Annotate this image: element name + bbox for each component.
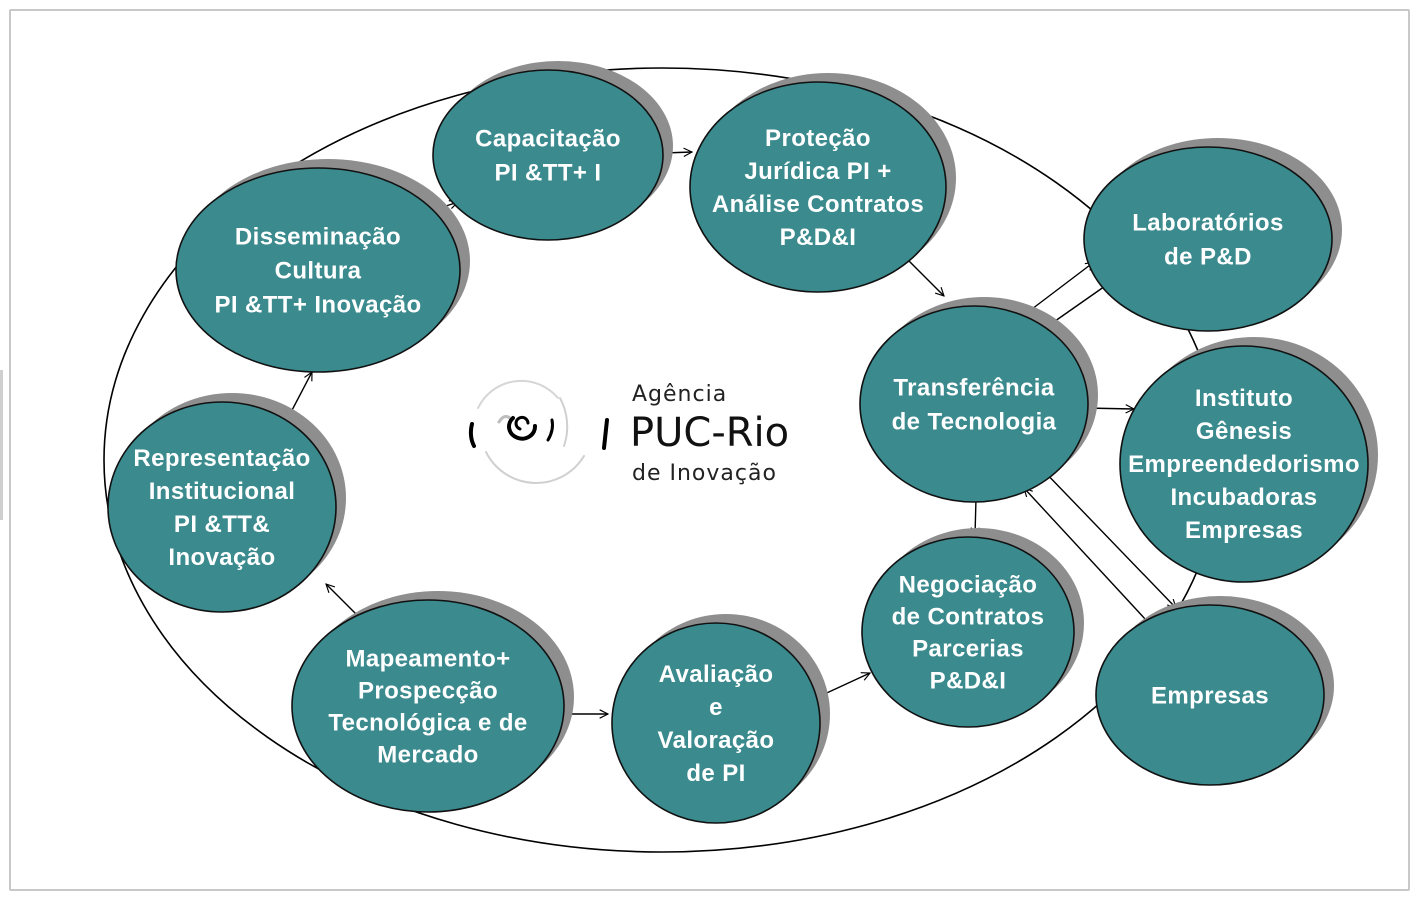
node-label-line: Instituto: [1195, 385, 1293, 412]
node-label-line: Laboratórios: [1132, 209, 1283, 236]
node-instituto: InstitutoGênesisEmpreendedorismoIncubado…: [1119, 337, 1378, 583]
node-label-line: Empresas: [1185, 517, 1303, 544]
node-label-line: Transferência: [893, 374, 1055, 401]
arrow-mapeamento-to-representacao: [326, 584, 357, 615]
arrow-protecao-to-transferencia: [907, 259, 944, 296]
node-label-line: Disseminação: [235, 223, 401, 250]
node-label-line: Negociação: [899, 571, 1038, 598]
node-label-line: PI &TT&: [174, 511, 270, 538]
node-label-line: Análise Contratos: [712, 191, 924, 218]
node-label-line: Cultura: [275, 257, 362, 284]
logo-line-agencia: Agência: [632, 382, 727, 407]
node-ellipse: [1083, 146, 1333, 332]
node-label-line: Empresas: [1151, 682, 1269, 709]
arrow-transferencia-to-laboratorios: [1031, 262, 1094, 310]
node-label-line: Institucional: [149, 478, 296, 505]
node-label-line: de PI: [686, 760, 745, 787]
node-label-line: Gênesis: [1196, 418, 1292, 445]
node-ellipse: [1119, 345, 1369, 583]
left-edge-bar: [0, 370, 3, 520]
node-ellipse: [291, 599, 565, 813]
node-label-line: Valoração: [657, 727, 774, 754]
node-ellipse: [432, 69, 664, 241]
node-label-line: Jurídica PI +: [744, 158, 891, 185]
node-label-line: de Tecnologia: [892, 408, 1057, 435]
node-label-line: P&D&I: [780, 224, 857, 251]
node-laboratorios: Laboratórios de P&D: [1083, 138, 1342, 332]
connectors: [289, 152, 1176, 714]
node-label-line: PI &TT+ I: [495, 159, 602, 186]
agencia-puc-rio-logo: Agência PUC-Rio de Inovação: [468, 379, 789, 486]
spiral-icon: [468, 379, 609, 484]
arrow-laboratorios-to-transferencia: [1048, 283, 1109, 326]
node-label-line: Incubadoras: [1170, 484, 1317, 511]
node-transferencia: Transferência de Tecnologia: [859, 297, 1098, 503]
arrow-representacao-to-disseminacao: [289, 372, 313, 415]
node-label-line: PI &TT+ Inovação: [214, 291, 421, 318]
node-label-line: Capacitação: [475, 125, 621, 152]
arrow-transferencia-to-empresas: [1039, 466, 1176, 608]
node-ellipse: [861, 536, 1075, 728]
node-label-line: Inovação: [168, 544, 275, 571]
node-ellipse: [175, 167, 461, 373]
node-ellipse: [611, 622, 821, 824]
node-label-line: Parcerias: [912, 635, 1024, 662]
arrow-empresas-to-transferencia: [1024, 488, 1147, 621]
node-label-line: de P&D: [1164, 243, 1252, 270]
node-capacitacao: Capacitação PI &TT+ I: [432, 61, 673, 241]
node-label-line: P&D&I: [930, 667, 1007, 694]
node-ellipse: [859, 305, 1089, 503]
node-ellipse: [689, 81, 947, 293]
node-label-line: Mapeamento+: [345, 645, 510, 672]
node-ellipse: [107, 401, 337, 613]
node-label-line: e: [709, 694, 723, 721]
node-ellipse: [1095, 604, 1325, 786]
node-empresas: Empresas: [1095, 596, 1334, 786]
node-label-line: Representação: [133, 445, 310, 472]
node-label-line: Avaliação: [659, 661, 774, 688]
node-label-line: Empreendedorismo: [1128, 451, 1360, 478]
node-label-line: Prospecção: [358, 677, 498, 704]
node-label-line: Mercado: [377, 741, 479, 768]
node-label-line: Tecnológica e de: [328, 709, 527, 736]
logo-line-puc-rio: PUC-Rio: [630, 410, 789, 456]
node-label-line: Proteção: [765, 125, 871, 152]
node-label-line: de Contratos: [892, 603, 1045, 630]
logo-line-de-inovacao: de Inovação: [632, 461, 777, 486]
